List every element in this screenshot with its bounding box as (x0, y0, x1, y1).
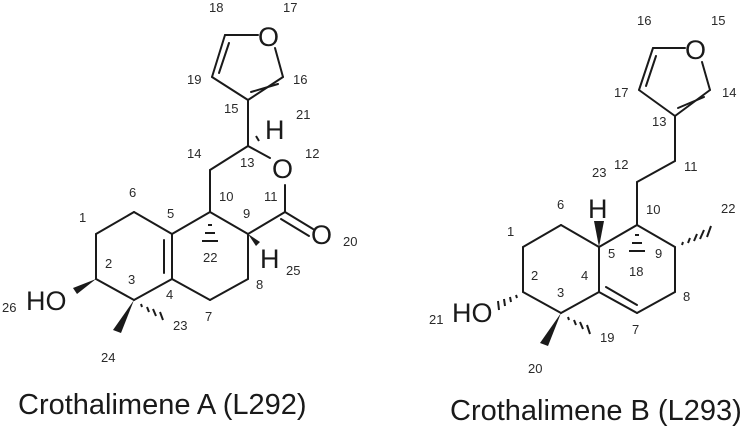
num-b-10: 10 (646, 202, 660, 217)
num-b-19: 19 (600, 330, 614, 345)
num-b-4: 4 (581, 268, 588, 283)
num-b-5: 5 (608, 246, 615, 261)
compound-a-structure (73, 34, 314, 333)
num-a-14: 14 (187, 146, 201, 161)
num-a-15: 15 (224, 101, 238, 116)
furan-oxygen-a: O (258, 22, 279, 52)
num-b-13: 13 (652, 114, 666, 129)
num-a-25: 25 (286, 263, 300, 278)
compound-b-structure (497, 47, 712, 346)
num-a-12: 12 (305, 146, 319, 161)
num-b-7: 7 (632, 322, 639, 337)
num-b-9: 9 (655, 246, 662, 261)
compound-a-numbering: 1 2 3 4 5 6 7 8 9 10 11 12 13 14 15 16 1… (2, 0, 357, 365)
num-a-18: 18 (209, 0, 223, 15)
num-b-12: 12 (614, 157, 628, 172)
num-a-22: 22 (203, 250, 217, 265)
num-b-14: 14 (722, 85, 736, 100)
hydroxyl-b: HO (452, 298, 493, 328)
num-a-8: 8 (256, 277, 263, 292)
num-a-1: 1 (79, 210, 86, 225)
num-a-17: 17 (283, 0, 297, 15)
num-a-9: 9 (243, 206, 250, 221)
num-b-8: 8 (683, 289, 690, 304)
num-a-16: 16 (293, 72, 307, 87)
h13-label-a: H (265, 115, 285, 145)
h5-label-b: H (588, 194, 608, 224)
num-a-21: 21 (296, 107, 310, 122)
num-a-4: 4 (166, 287, 173, 302)
num-a-20: 20 (343, 234, 357, 249)
num-a-5: 5 (167, 206, 174, 221)
num-b-2: 2 (531, 268, 538, 283)
num-b-16: 16 (637, 13, 651, 28)
num-a-26: 26 (2, 300, 16, 315)
num-b-17: 17 (614, 85, 628, 100)
num-b-3: 3 (557, 285, 564, 300)
lactone-oxygen-a: O (272, 154, 293, 184)
caption-compound-a: Crothalimene A (L292) (18, 389, 307, 421)
num-b-20: 20 (528, 361, 542, 376)
num-a-10: 10 (219, 189, 233, 204)
carbonyl-oxygen-a: O (311, 220, 332, 250)
num-b-22: 22 (721, 201, 735, 216)
num-a-24: 24 (101, 350, 115, 365)
num-a-6: 6 (129, 185, 136, 200)
compound-b-atom-labels: O H HO (452, 35, 706, 328)
num-a-23: 23 (173, 318, 187, 333)
num-a-19: 19 (187, 72, 201, 87)
num-a-7: 7 (205, 309, 212, 324)
num-a-11: 11 (264, 189, 278, 204)
num-a-13: 13 (240, 155, 254, 170)
num-b-18: 18 (629, 264, 643, 279)
caption-compound-b: Crothalimene B (L293) (450, 395, 742, 427)
compound-a-atom-labels: O H O O H HO (26, 22, 332, 316)
num-b-1: 1 (507, 224, 514, 239)
furan-oxygen-b: O (685, 35, 706, 65)
h9-label-a: H (260, 244, 280, 274)
compound-b-numbering: 1 2 3 4 5 6 7 8 9 10 11 12 13 14 15 16 1… (429, 13, 736, 376)
num-b-11: 11 (684, 159, 698, 174)
hydroxyl-a: HO (26, 286, 67, 316)
num-a-2: 2 (105, 256, 112, 271)
num-a-3: 3 (128, 272, 135, 287)
num-b-15: 15 (711, 13, 725, 28)
num-b-21: 21 (429, 312, 443, 327)
num-b-23: 23 (592, 165, 606, 180)
num-b-6: 6 (557, 197, 564, 212)
